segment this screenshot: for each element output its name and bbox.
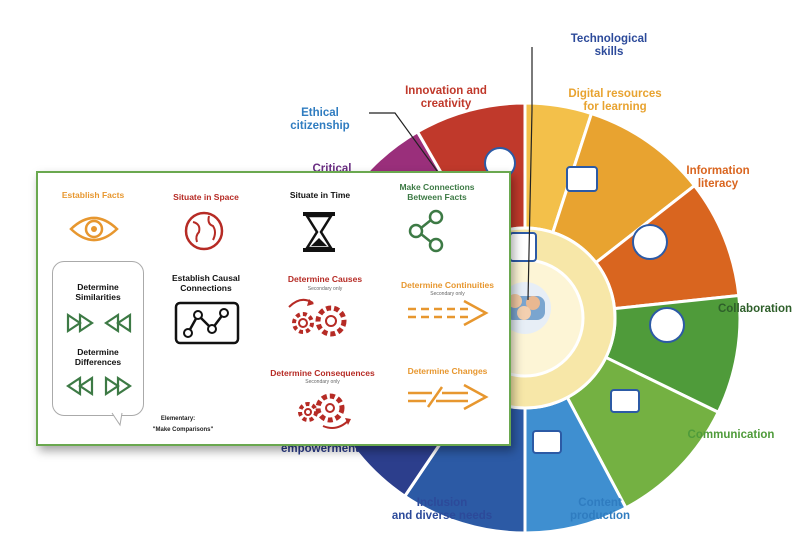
make-comparisons-label: "Make Comparisons" xyxy=(152,427,214,433)
laptop-icon xyxy=(532,430,562,454)
make-connections-title: Make Connections Between Facts xyxy=(399,182,475,202)
label-digital-resources: Digital resources for learning xyxy=(568,88,662,113)
search-doc-icon xyxy=(632,224,668,260)
globe-icon xyxy=(184,211,224,251)
situate-time-title: Situate in Time xyxy=(289,190,351,200)
label-information-literacy: Information literacy xyxy=(686,165,750,190)
label-inclusion: Inclusion and diverse needs xyxy=(391,497,493,522)
tablet-icon xyxy=(509,232,537,262)
label-communication: Communication xyxy=(687,429,775,441)
hands-icon xyxy=(499,282,551,334)
label-content-production: Content production xyxy=(569,497,631,522)
chat-icon xyxy=(610,389,640,413)
label-ethical-citizenship: Ethical citizenship xyxy=(290,107,350,132)
determine-causes-sub: Secondary only xyxy=(307,286,343,292)
segment-icons xyxy=(484,147,685,454)
label-technological-skills: Technological skills xyxy=(570,33,648,58)
gears-consequences-icon xyxy=(298,393,351,429)
leader-technological xyxy=(527,47,533,301)
change-arrow-icon xyxy=(408,383,489,411)
determine-causes-title: Determine Causes xyxy=(287,274,363,284)
determine-changes-title: Determine Changes xyxy=(407,366,488,376)
eye-icon xyxy=(69,216,119,242)
historical-thinking-card: Establish Facts Situate in Space Situate… xyxy=(36,171,511,446)
establish-causal-title: Establish Causal Connections xyxy=(171,273,241,293)
connections-icon xyxy=(408,209,444,253)
determine-continuities-sub: Secondary only xyxy=(430,291,465,297)
establish-facts-title: Establish Facts xyxy=(61,190,125,200)
label-empowerment: empowerment xyxy=(281,443,359,455)
label-collaboration: Collaboration xyxy=(717,303,793,315)
bubble-tail xyxy=(111,412,123,427)
determine-differences-title: Determine Differences xyxy=(74,347,122,367)
causal-graph-icon xyxy=(174,301,240,345)
determine-similarities-title: Determine Similarities xyxy=(75,282,121,302)
continuity-arrow-icon xyxy=(408,299,489,327)
elementary-label: Elementary: xyxy=(160,416,196,422)
hourglass-icon xyxy=(303,212,335,252)
converge-arrows-icon xyxy=(66,312,132,334)
label-innovation: Innovation and creativity xyxy=(405,85,487,110)
diverge-arrows-icon xyxy=(66,375,132,397)
gears-causes-icon xyxy=(288,298,347,337)
determine-continuities-title: Determine Continuities xyxy=(400,280,495,290)
determine-consequences-title: Determine Consequences xyxy=(270,368,375,378)
monitor-icon xyxy=(566,166,598,192)
people-network-icon xyxy=(649,307,685,343)
determine-consequences-sub: Secondary only xyxy=(305,379,340,385)
comparisons-bubble: Determine Similarities Determine Differe… xyxy=(52,261,144,416)
leader-ethical xyxy=(369,112,441,176)
situate-space-title: Situate in Space xyxy=(173,192,239,202)
